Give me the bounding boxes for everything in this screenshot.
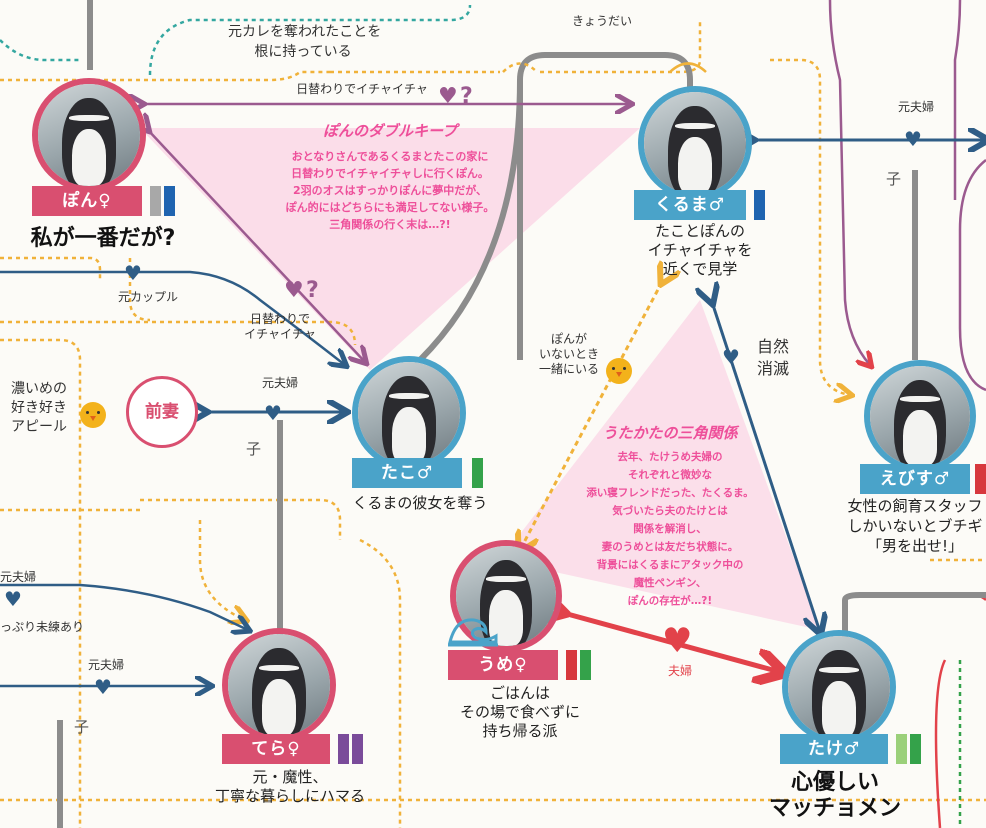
shizen-label: 自然 消滅 [756, 337, 789, 378]
tako-caption: くるまの彼女を奪う [352, 494, 488, 512]
broken-heart-icon-4: ♥ [722, 345, 740, 369]
child-label-right: 子 [886, 170, 902, 188]
ume-color-bar-1 [566, 650, 577, 680]
ume-caption: ごはんは その場で食べずに 持ち帰る派 [459, 684, 580, 740]
kyoudai-label: きょうだい [571, 14, 632, 28]
heart-icon: ♥ [438, 84, 458, 109]
broken-heart-icon-2: ♥ [124, 261, 142, 285]
ebisu-color-bar-1 [975, 464, 986, 494]
tera-photo[interactable] [222, 628, 336, 742]
kuruma-caption: たことぽんの イチャイチャを 近くで見学 [647, 222, 753, 278]
tako-nametag: たこ♂ [352, 458, 462, 488]
tako-color-bar-1 [472, 458, 483, 488]
ebisu-photo[interactable] [864, 360, 976, 472]
heart-icon-2: ♥ [284, 278, 304, 303]
double-keep-body: おとなりさんであるくるまとたこの家に 日替わりでイチャイチャしに行くぽん。 2羽… [285, 150, 495, 231]
broken-heart-icon: ♥ [904, 127, 922, 151]
chick-icon-2 [606, 358, 632, 384]
ume-nametag: うめ♀ [448, 650, 558, 680]
higawari-top-label: 日替わりでイチャイチャ [296, 82, 428, 96]
fuufu-label: 夫婦 [667, 664, 692, 678]
tako-photo[interactable] [352, 356, 466, 470]
married-heart-icon: ♥ [662, 621, 693, 661]
broken-heart-icon-3: ♥ [264, 401, 282, 425]
ume-color-bar-2 [580, 650, 591, 680]
take-color-bar-2 [910, 734, 921, 764]
motofuufu-tako-label: 元夫婦 [261, 376, 298, 390]
take-caption: 心優しい マッチョメン [768, 770, 901, 821]
higawari-left-label: 日替わりで イチャイチャ [244, 312, 316, 341]
pon-color-bar-2 [164, 186, 175, 216]
broken-heart-icon-5: ♥ [4, 587, 22, 611]
former-wife-badge: 前妻 [126, 376, 198, 448]
triangle-body: 去年、たけうめ夫婦の それぞれと微妙な 添い寝フレンドだった、たくるま。 気づい… [586, 451, 754, 607]
kuruma-color-bar-1 [754, 190, 765, 220]
motofuufu-left1-label: 元夫婦 [0, 570, 37, 584]
double-keep-title: ぽんのダブルキープ [322, 122, 458, 140]
pon-nametag: ぽん♀ [32, 186, 142, 216]
pon-photo[interactable] [32, 78, 146, 192]
tera-caption: 元・魔性、 丁寧な暮らしにハマる [214, 768, 365, 805]
triangle-title: うたかたの三角関係 [602, 424, 738, 442]
mirenari-label: っぷり未練あり [0, 620, 85, 634]
ebisu-nametag: えびす♂ [860, 464, 970, 494]
chick-icon [80, 402, 106, 428]
child-label-tako: 子 [246, 440, 262, 458]
motofuufu-right-label: 元夫婦 [897, 100, 934, 114]
take-color-bar-1 [896, 734, 907, 764]
kuruma-nametag: くるま♂ [634, 190, 746, 220]
tera-color-bar-1 [338, 734, 349, 764]
tera-color-bar-2 [352, 734, 363, 764]
motofuufu-left2-label: 元夫婦 [87, 658, 124, 672]
question-mark-2: ? [306, 278, 319, 303]
take-photo[interactable] [782, 630, 896, 744]
ebisu-caption: 女性の飼育スタッフ しかいないとブチギ 「男を出せ!」 [847, 497, 983, 555]
grudge-label: 元カレを奪われたことを 根に持っている [228, 24, 382, 60]
take-nametag: たけ♂ [780, 734, 888, 764]
ponga-inai-label: ぽんが いないとき 一緒にいる [538, 332, 599, 376]
pon-caption: 私が一番だが? [30, 226, 176, 251]
pon-color-bar-1 [150, 186, 161, 216]
question-mark: ? [460, 84, 473, 109]
broken-heart-icon-6: ♥ [94, 675, 112, 699]
ume-photo[interactable] [450, 540, 562, 652]
koime-label: 濃いめの 好き好き アピール [11, 381, 67, 435]
child-label-left: 子 [74, 718, 90, 736]
kuruma-photo[interactable] [638, 86, 752, 200]
wave-icon [448, 618, 498, 647]
moto-couple-label: 元カップル [117, 290, 178, 304]
tera-nametag: てら♀ [222, 734, 330, 764]
